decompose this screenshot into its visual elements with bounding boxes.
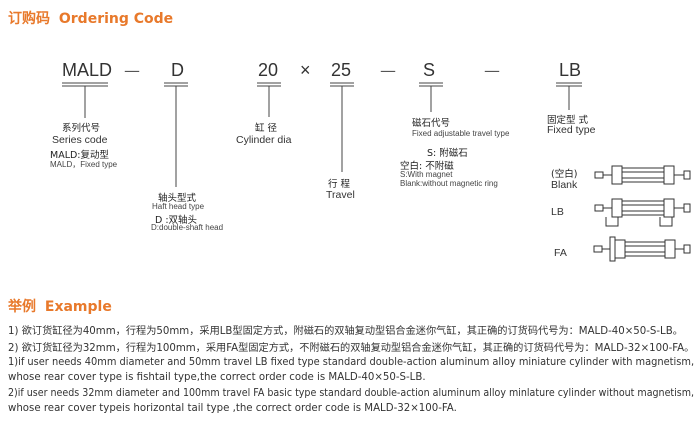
fixed-blank-cn: (空白) <box>551 169 578 180</box>
shafthead-item-en: D:double-shaft head <box>151 223 224 232</box>
example-heading-cn: 举例 <box>8 299 36 315</box>
code-shaft: D <box>171 60 184 80</box>
fixed-blank-en: Blank <box>551 179 578 191</box>
example-heading: 举例 Example <box>8 296 112 316</box>
code-magnet: S <box>423 60 436 80</box>
fixed-type-en: Fixed type <box>547 124 596 136</box>
magnet-s-cn: S: 附磁石 <box>427 148 468 159</box>
series-code-cn: 系列代号 <box>62 123 101 134</box>
code-model: MALD <box>62 60 113 80</box>
example-line-5: 2)if user needs 32mm diameter and 100mm … <box>8 388 695 399</box>
example-line-3: 1)if user needs 40mm diameter and 50mm t… <box>8 357 695 368</box>
example-line-6: whose rear cover typeis horizontal tail … <box>8 403 457 414</box>
series-item-cn: MALD:复动型 <box>50 150 110 161</box>
cylinder-dia-en: Cylinder dia <box>236 134 292 146</box>
code-times: × <box>300 60 311 80</box>
code-dash-1: — <box>124 61 140 80</box>
cylinder-fa-drawing <box>593 236 691 262</box>
magnet-blank-en: Blank:without magnetic ring <box>400 179 498 188</box>
example-line-4: whose rear cover type is fishtail type,t… <box>8 372 426 383</box>
series-item-en: MALD，Fixed type <box>50 160 118 169</box>
ordering-heading-cn: 订购码 <box>8 11 50 27</box>
code-bore: 20 <box>258 60 279 80</box>
shafthead-en: Haft head type <box>152 202 205 211</box>
cylinder-blank-drawing <box>594 165 691 185</box>
travel-en: Travel <box>326 189 355 201</box>
fixed-lb-label: LB <box>551 206 564 218</box>
magnet-code-cn: 磁石代号 <box>412 118 451 129</box>
code-travel: 25 <box>331 60 352 80</box>
code-dash-2: — <box>380 61 396 80</box>
shafthead-item-cn: D :双轴头 <box>155 215 198 226</box>
code-dash-3: — <box>484 61 500 80</box>
ordering-heading-en: Ordering Code <box>58 11 174 27</box>
example-line-2: 2) 欲订货缸径为32mm，行程为100mm，采用FA型固定方式，不附磁石的双轴… <box>8 343 695 354</box>
example-line-1: 1) 欲订货缸径为40mm，行程为50mm，采用LB型固定方式，附磁石的双轴复动… <box>8 326 683 337</box>
example-heading-en: Example <box>44 299 112 315</box>
series-code-en: Series code <box>52 134 108 146</box>
cylinder-dia-cn: 缸 径 <box>255 123 278 134</box>
magnet-code-en: Fixed adjustable travel type <box>412 129 510 138</box>
fixed-fa-label: FA <box>554 247 567 259</box>
code-fixed: LB <box>559 60 582 80</box>
travel-cn: 行 程 <box>328 179 351 190</box>
magnet-blank-cn: 空白: 不附磁 <box>400 161 454 172</box>
magnet-s-en: S:With magnet <box>400 170 453 179</box>
ordering-heading: 订购码 Ordering Code <box>8 8 173 28</box>
shafthead-cn: 轴头型式 <box>158 193 197 204</box>
fixed-type-cn: 固定型 式 <box>547 115 589 126</box>
cylinder-lb-drawing <box>594 198 691 227</box>
